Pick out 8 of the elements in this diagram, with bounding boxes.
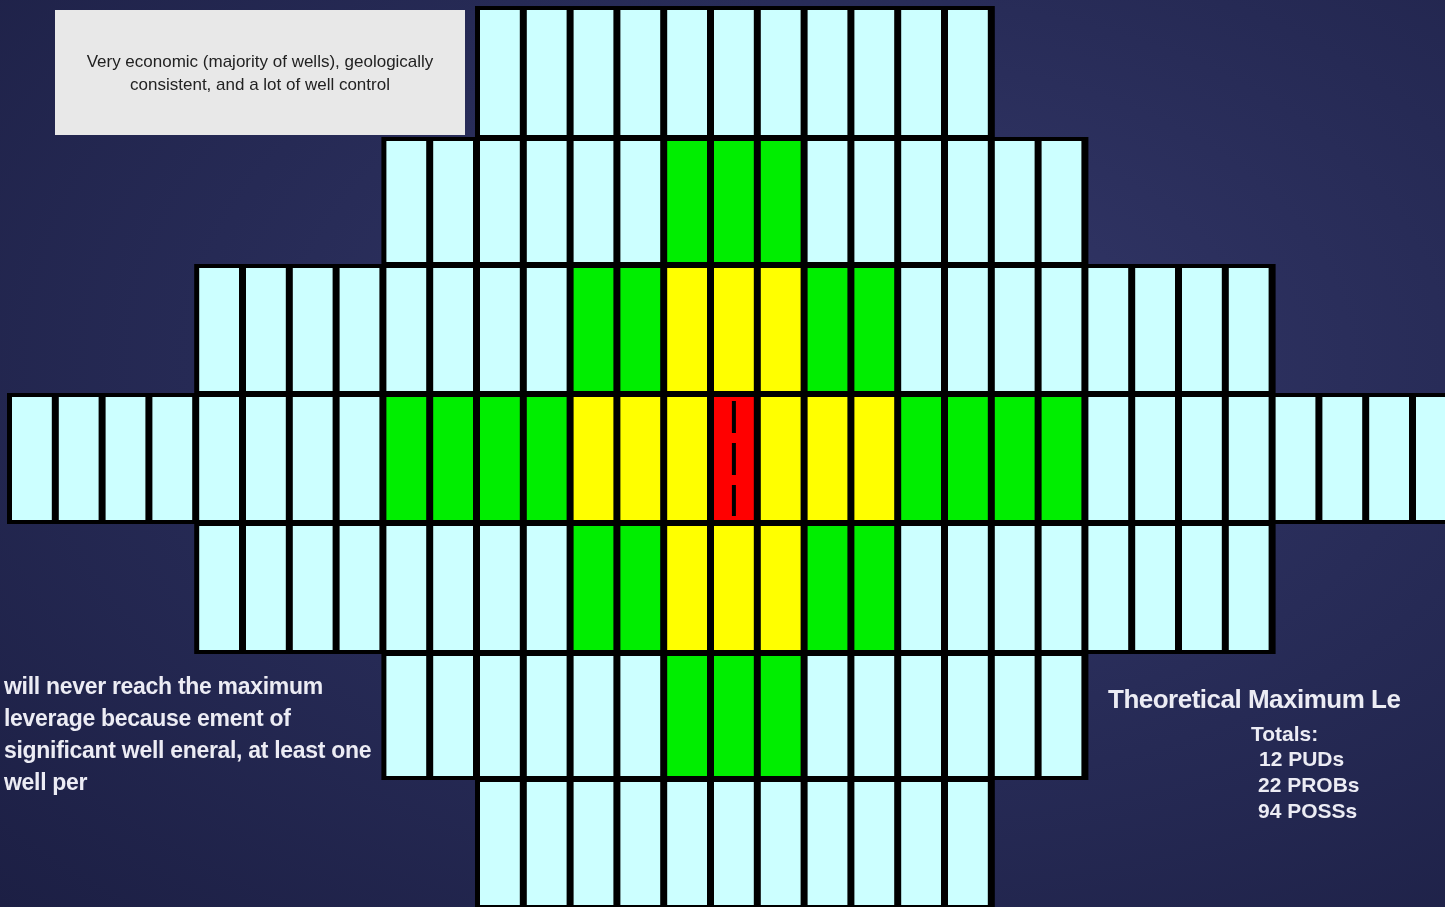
totals-text: 94 POSSs [1258,799,1358,823]
totals-text: 12 PUDs [1259,747,1345,771]
note-box [55,10,465,135]
totals-text: Totals: [1251,722,1319,746]
paragraph: will never reach the maximum leverage because ement of significant well eneral, at least one well per [4,672,373,797]
totals-text: 22 PROBs [1258,773,1360,797]
note-text: Very economic (majority of wells), geologically consistent, and a lot of well control [85,50,435,96]
heading-text: Theoretical Maximum Le [1108,684,1401,715]
